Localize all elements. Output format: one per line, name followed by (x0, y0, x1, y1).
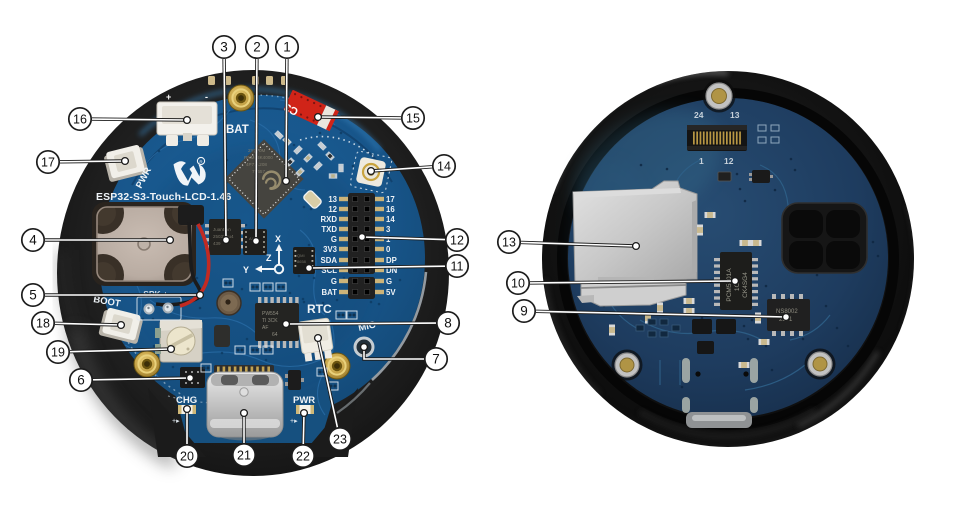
svg-text:14: 14 (437, 159, 451, 173)
svg-text:+: + (166, 92, 171, 102)
svg-text:5: 5 (29, 288, 37, 303)
svg-text:5V: 5V (386, 288, 396, 297)
svg-text:1: 1 (283, 40, 291, 55)
svg-text:AF: AF (262, 325, 268, 331)
svg-text:13: 13 (730, 110, 740, 120)
svg-text:19: 19 (51, 345, 65, 359)
svg-text:CK4SG4: CK4SG4 (742, 272, 749, 298)
svg-text:3: 3 (386, 225, 391, 234)
svg-text:RTC: RTC (307, 302, 332, 316)
svg-text:1CT: 1CT (734, 279, 741, 291)
svg-text:22: 22 (296, 449, 310, 463)
svg-text:11: 11 (451, 259, 464, 273)
svg-text:NS8002: NS8002 (776, 309, 798, 315)
svg-text:QMI: QMI (297, 253, 305, 258)
svg-text:G: G (331, 235, 337, 244)
svg-text:7T657: 7T657 (252, 169, 265, 174)
svg-text:JuanBan: JuanBan (213, 227, 231, 232)
svg-text:TXD: TXD (321, 225, 337, 234)
svg-text:24: 24 (694, 110, 704, 120)
svg-text:SDA: SDA (321, 256, 338, 265)
svg-text:G: G (331, 277, 337, 286)
svg-text:PWR: PWR (293, 395, 315, 406)
svg-text:20: 20 (180, 449, 194, 463)
svg-text:6: 6 (77, 373, 85, 388)
svg-text:12: 12 (450, 233, 464, 247)
svg-text:3: 3 (220, 40, 228, 55)
svg-text:16: 16 (386, 205, 395, 214)
svg-text:DN: DN (386, 266, 398, 275)
svg-text:1: 1 (699, 156, 704, 166)
svg-text:12: 12 (328, 205, 337, 214)
svg-text:7: 7 (432, 352, 440, 367)
svg-text:DP: DP (386, 256, 397, 265)
svg-text:439: 439 (213, 241, 221, 246)
svg-text:ESP32-S3-Touch-LCD-1.46: ESP32-S3-Touch-LCD-1.46 (96, 192, 231, 203)
svg-text:13: 13 (502, 235, 516, 249)
svg-text:RXD: RXD (321, 215, 338, 224)
svg-text:Z: Z (266, 253, 272, 263)
svg-text:25032Bu4: 25032Bu4 (213, 234, 234, 239)
svg-text:CHG: CHG (176, 395, 197, 406)
svg-text:X: X (275, 234, 281, 244)
svg-text:15: 15 (406, 111, 420, 125)
svg-text:TI 3CK: TI 3CK (262, 318, 278, 324)
svg-text:G: G (386, 277, 392, 286)
svg-text:17: 17 (386, 195, 395, 204)
svg-text:14: 14 (386, 215, 395, 224)
svg-text:BAT: BAT (226, 124, 249, 136)
svg-text:-: - (205, 92, 208, 102)
svg-text:SCL: SCL (321, 266, 337, 275)
svg-text:9: 9 (520, 304, 528, 319)
svg-text:3V3: 3V3 (323, 245, 338, 254)
svg-text:BOOT: BOOT (92, 294, 121, 310)
svg-text:18: 18 (36, 316, 50, 330)
svg-text:PCM5101A: PCM5101A (726, 268, 733, 302)
svg-text:23: 23 (333, 432, 347, 446)
svg-text:16: 16 (73, 112, 87, 126)
svg-text:BAT: BAT (322, 288, 338, 297)
svg-text:+▸: +▸ (172, 418, 180, 425)
svg-text:4: 4 (29, 233, 37, 248)
svg-text:13: 13 (328, 195, 337, 204)
svg-text:64: 64 (272, 332, 278, 338)
svg-text:2: 2 (253, 40, 261, 55)
svg-text:0: 0 (386, 245, 391, 254)
svg-text:RNM63K4000: RNM63K4000 (244, 155, 273, 160)
svg-text:Y: Y (243, 265, 249, 275)
svg-text:21: 21 (237, 448, 251, 462)
svg-text:R: R (199, 160, 203, 165)
svg-text:17: 17 (41, 155, 55, 169)
svg-text:10: 10 (511, 276, 525, 290)
svg-text:PW554: PW554 (262, 311, 279, 317)
svg-text:12: 12 (724, 156, 734, 166)
svg-text:8658: 8658 (297, 259, 307, 264)
svg-text:8: 8 (444, 316, 452, 331)
svg-text:+▸: +▸ (290, 418, 298, 425)
